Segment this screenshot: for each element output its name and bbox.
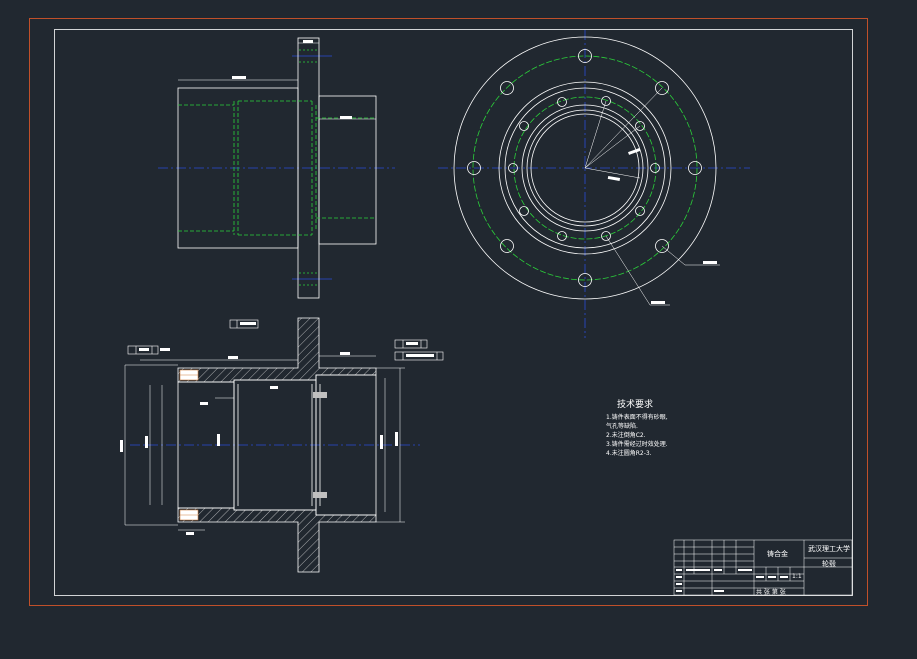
title-block [673, 539, 853, 596]
inner-hole [601, 96, 611, 106]
outer-bolt-hole [688, 161, 702, 175]
tolerance-frame-left [127, 345, 159, 355]
outer-bolt-hole [578, 273, 592, 287]
inner-hole [519, 121, 529, 131]
outer-bolt-hole [467, 161, 481, 175]
bore-right [315, 374, 377, 516]
tech-requirement-item: 1.铸件表面不得有砂眼, [606, 413, 668, 421]
hub-circle-1 [498, 81, 672, 255]
outer-bolt-hole [500, 81, 514, 95]
tech-requirement-item: 气孔等缺陷. [606, 422, 638, 430]
material-label: 铸合金 [767, 549, 788, 558]
inner-hole [557, 231, 567, 241]
outer-bolt-hole [578, 49, 592, 63]
inner-hole [650, 163, 660, 173]
section-bottom-wall [177, 507, 377, 573]
part-name: 轮毂 [822, 559, 836, 568]
tolerance-frame-top [229, 319, 259, 329]
inner-hole [635, 206, 645, 216]
outer-border [29, 18, 868, 606]
inner-hole [557, 97, 567, 107]
hub-circle-3 [521, 104, 649, 232]
section-top-wall [177, 317, 377, 383]
inner-hole [508, 163, 518, 173]
tech-requirement-item: 2.未注倒角C2. [606, 431, 646, 439]
tech-requirements-title: 技术要求 [617, 398, 653, 410]
hub-circle-2 [504, 87, 666, 249]
flange-outer-circle [453, 36, 717, 300]
bore-circle-2 [530, 113, 640, 223]
tech-requirement-item: 4.未注圆角R2-3. [606, 449, 652, 457]
tech-requirements: 技术要求 1.铸件表面不得有砂眼, 气孔等缺陷. 2.未注倒角C2. 3.铸件需… [606, 398, 668, 457]
inner-bolt-circle [513, 96, 657, 240]
title-block-text: 铸合金 武汉理工大学 轮毂 1:1 共 张 第 张 [676, 544, 850, 596]
inner-hole [635, 121, 645, 131]
section-view [120, 317, 444, 573]
front-view [158, 37, 395, 299]
drawing-frame [54, 29, 853, 596]
scale-value: 1:1 [792, 573, 802, 580]
inner-hole [601, 231, 611, 241]
outer-bolt-hole [655, 81, 669, 95]
side-view [438, 30, 750, 338]
tolerance-frame-right-2 [394, 351, 444, 361]
school-name: 武汉理工大学 [808, 544, 850, 553]
bore-circle-1 [526, 109, 644, 227]
outer-bolt-hole [500, 239, 514, 253]
tolerance-frame-right-1 [394, 339, 428, 349]
inner-hole [519, 206, 529, 216]
bolt-circle [472, 55, 698, 281]
outer-bolt-hole [655, 239, 669, 253]
sheet-row: 共 张 第 张 [756, 588, 786, 596]
tech-requirement-item: 3.铸件需经过时效处理. [606, 440, 668, 448]
hub-right-body [318, 95, 377, 245]
